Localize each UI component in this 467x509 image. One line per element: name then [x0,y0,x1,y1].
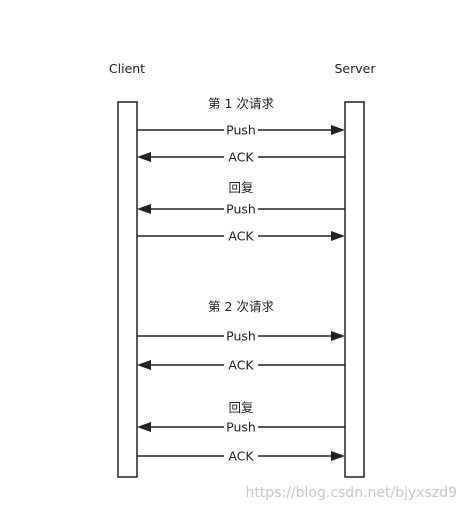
arrow-label: Push [226,202,256,217]
arrowhead-icon [137,422,151,432]
arrow-label: ACK [228,229,254,244]
note-label: 回复 [228,400,254,415]
arrow-label: ACK [228,449,254,464]
client-label: Client [109,61,145,76]
arrowhead-icon [137,360,151,370]
arrow-label: Push [226,329,256,344]
arrow-label: Push [226,123,256,138]
message-arrow-right: ACK [137,229,345,244]
note-label: 第 2 次请求 [208,299,274,314]
arrow-label: Push [226,420,256,435]
watermark: https://blog.csdn.net/bjyxszd9 [245,485,457,501]
arrow-label: ACK [228,150,254,165]
server-label: Server [335,61,377,76]
note-label: 第 1 次请求 [208,96,274,111]
arrowhead-icon [331,231,345,241]
arrowhead-icon [137,152,151,162]
server-lifeline [344,101,365,478]
message-arrow-right: ACK [137,449,345,464]
arrow-label: ACK [228,358,254,373]
message-arrow-left: Push [137,202,345,217]
message-arrow-right: Push [137,329,345,344]
arrowhead-icon [331,125,345,135]
message-arrow-left: ACK [137,150,345,165]
message-arrow-left: ACK [137,358,345,373]
client-lifeline [117,101,138,478]
arrowhead-icon [331,331,345,341]
message-arrow-left: Push [137,420,345,435]
arrowhead-icon [331,451,345,461]
message-arrow-right: Push [137,123,345,138]
note-label: 回复 [228,180,254,195]
arrowhead-icon [137,204,151,214]
